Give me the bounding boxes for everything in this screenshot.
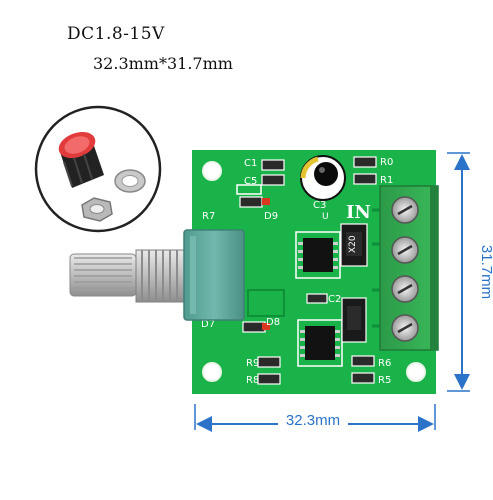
capacitor-c3 <box>300 155 346 201</box>
label-r6: R6 <box>378 358 391 369</box>
label-in: IN <box>346 202 371 223</box>
label-c2: C2 <box>328 294 341 305</box>
terminal-screw-icon <box>391 275 419 303</box>
width-label: 32.3mm <box>286 412 340 429</box>
terminal-screw-icon <box>391 314 419 342</box>
terminal-block <box>379 185 439 351</box>
label-d8: D8 <box>266 317 280 328</box>
potentiometer <box>69 229 245 321</box>
label-r8: R8 <box>246 375 259 386</box>
label-r0: R0 <box>380 157 393 168</box>
height-label: 31.7mm <box>478 245 493 299</box>
nut-icon <box>81 197 113 222</box>
ic-chip-top <box>295 231 341 279</box>
label-d7: D7 <box>201 319 215 330</box>
label-c5: C5 <box>244 176 257 187</box>
label-r5: R5 <box>378 375 391 386</box>
terminal-screw-icon <box>391 196 419 224</box>
label-u: U <box>322 212 329 222</box>
label-c1: C1 <box>244 158 257 169</box>
label-r1: R1 <box>380 175 393 186</box>
mosfet-top <box>340 223 368 267</box>
label-r9: R9 <box>246 358 259 369</box>
label-d9: D9 <box>264 211 278 222</box>
voltage-spec: DC1.8-15V <box>67 24 165 44</box>
size-spec: 32.3mm*31.7mm <box>93 54 233 73</box>
knob-icon <box>58 131 104 188</box>
washer-icon <box>114 169 146 193</box>
terminal-screw-icon <box>391 236 419 264</box>
ic-chip-bottom <box>297 319 343 367</box>
knob-inset <box>34 105 162 233</box>
mosfet-bottom <box>341 297 367 343</box>
height-dimension <box>447 152 470 392</box>
label-r7: R7 <box>202 211 215 222</box>
label-c3: C3 <box>313 200 326 211</box>
label-chip: X20 <box>348 235 358 253</box>
